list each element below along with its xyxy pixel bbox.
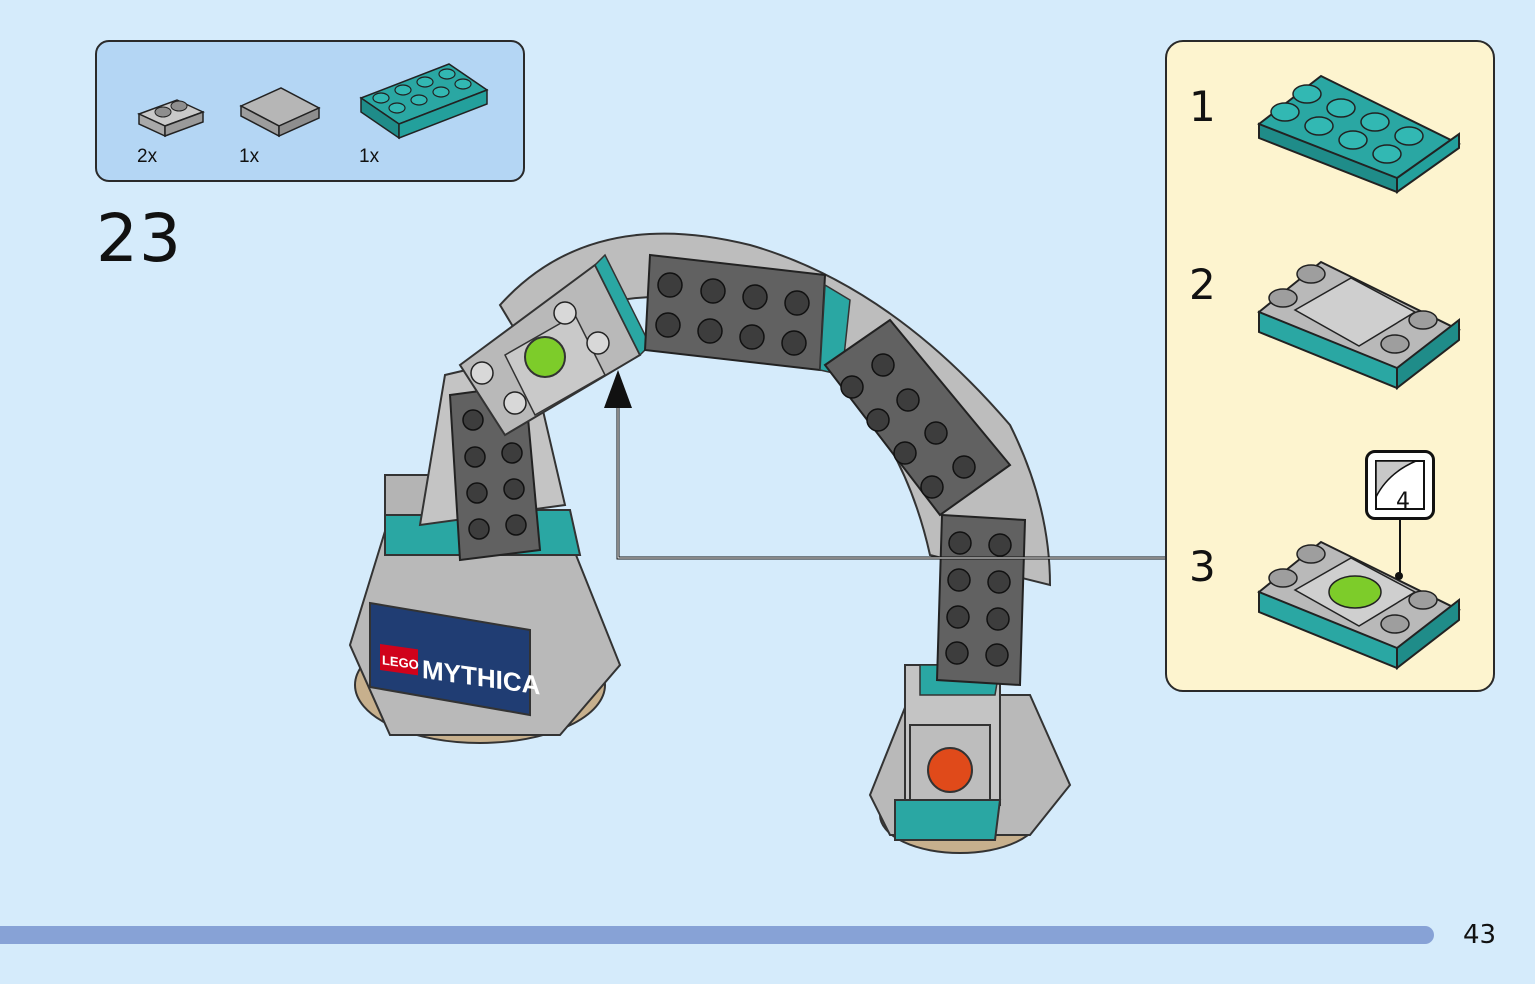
sticker-number: 4 — [1396, 489, 1410, 514]
grey-tile-2x2-icon — [239, 87, 321, 138]
parts-list: 2x 1x 1x — [95, 40, 525, 182]
part-qty: 2x — [137, 146, 158, 167]
sticker-icon — [1375, 460, 1425, 510]
plate-with-tile-icon — [1257, 260, 1461, 391]
sign-logo: LEGO — [382, 652, 419, 672]
step-number: 23 — [96, 200, 182, 277]
teal-plate-2x4-icon — [1257, 74, 1461, 194]
orange-emblem — [927, 747, 973, 793]
page-number: 43 — [1463, 920, 1497, 950]
substep-number: 1 — [1189, 82, 1216, 131]
part-qty: 1x — [239, 146, 260, 167]
page-progress-bar — [0, 926, 1434, 944]
grey-plate-1x2-icon — [137, 99, 205, 138]
sticker-callout: 4 — [1365, 450, 1435, 520]
green-emblem — [524, 336, 566, 378]
substep-number: 2 — [1189, 260, 1216, 309]
plate-with-sticker-icon — [1257, 540, 1461, 671]
teal-plate-2x4-icon — [359, 63, 489, 140]
substep-number: 3 — [1189, 542, 1216, 591]
model-arch-illustration: LEGO MYTHICA — [348, 232, 1072, 854]
sticker-leader-line — [1399, 520, 1401, 576]
mythica-sign — [369, 601, 531, 717]
part-qty: 1x — [359, 146, 380, 167]
sticker-leader-dot — [1395, 572, 1403, 580]
sub-assembly-panel: 1 2 3 — [1165, 40, 1495, 692]
